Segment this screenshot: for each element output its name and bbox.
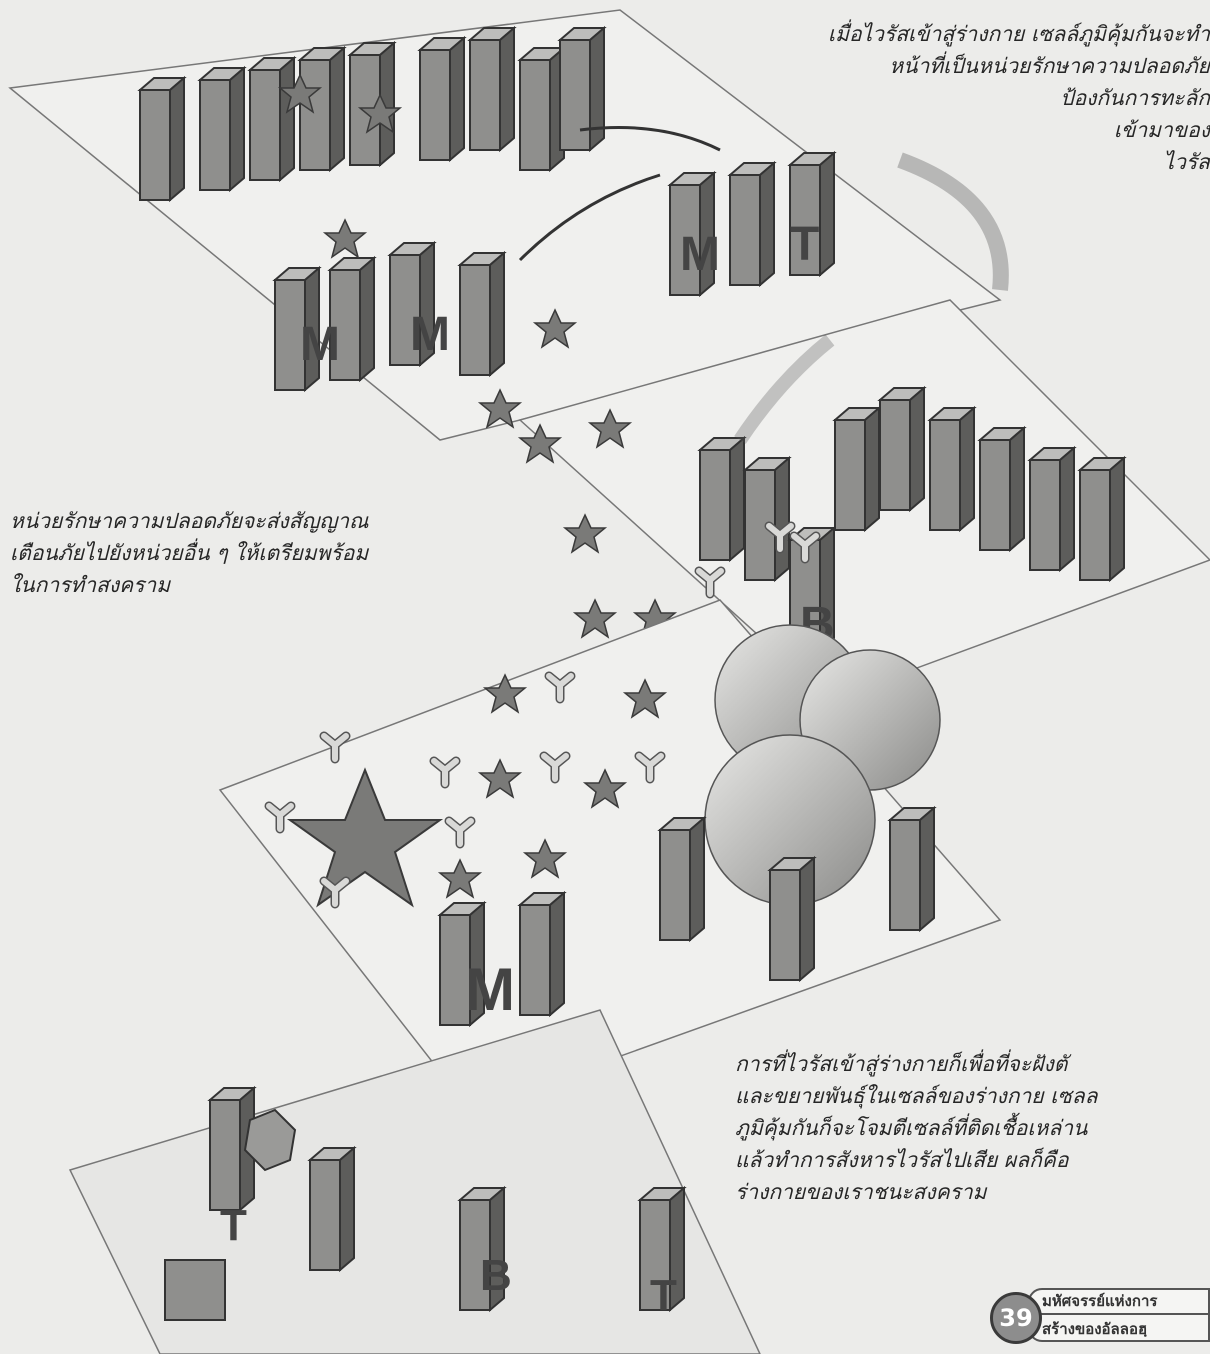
mt-letters: M T xyxy=(669,152,835,296)
caption-middle-line: เตือนภัยไปยังหน่วยอื่น ๆ ให้เตรียมพร้อม xyxy=(10,541,369,565)
macrophage-bottom: M xyxy=(439,892,565,1026)
svg-text:M: M xyxy=(300,318,340,371)
caption-top-line: หน้าที่เป็นหน่วยรักษาความปลอดภัย xyxy=(889,54,1210,78)
caption-top-line: เข้ามาของ xyxy=(1113,118,1210,142)
book-title-line2: สร้างของอัลลอฮฺ xyxy=(1042,1320,1148,1338)
page-badge: มหัศจรรย์แห่งการ สร้างของอัลลอฮฺ 39 xyxy=(990,1286,1210,1346)
svg-text:M: M xyxy=(465,956,515,1023)
svg-text:B: B xyxy=(480,1251,512,1300)
caption-bottom-line: และขยายพันธุ์ในเซลล์ของร่างกาย เซลล xyxy=(735,1084,1098,1108)
svg-text:T: T xyxy=(650,1271,677,1320)
caption-bottom-line: แล้วทำการสังหารไวรัสไปเสีย ผลก็คือ xyxy=(735,1148,1069,1172)
badge-divider xyxy=(1034,1313,1210,1315)
svg-text:T: T xyxy=(790,218,819,271)
caption-middle-line: ในการทำสงคราม xyxy=(10,573,171,597)
page-number: 39 xyxy=(990,1292,1042,1344)
caption-bottom-line: การที่ไวรัสเข้าสู่ร่างกายก็เพื่อที่จะฝัง… xyxy=(735,1052,1068,1076)
panel-bottom: B T T xyxy=(68,1009,761,1354)
caption-top-line: เมื่อไวรัสเข้าสู่ร่างกาย เซลล์ภูมิคุ้มกั… xyxy=(827,22,1210,46)
caption-bottom-line: ภูมิคุ้มกันก็จะโจมตีเซลล์ที่ติดเชื้อเหล่… xyxy=(735,1116,1088,1140)
macrophage-letters: M M xyxy=(274,219,576,391)
panel-top: M M M T xyxy=(8,9,1009,441)
book-title-line1: มหัศจรรย์แห่งการ xyxy=(1042,1292,1158,1310)
caption-bottom: การที่ไวรัสเข้าสู่ร่างกายก็เพื่อที่จะฝัง… xyxy=(735,1048,1097,1208)
caption-bottom-line: ร่างกายของเราชนะสงคราม xyxy=(735,1180,987,1204)
svg-text:T: T xyxy=(220,1201,247,1250)
caption-middle: หน่วยรักษาความปลอดภัยจะส่งสัญญาณ เตือนภั… xyxy=(10,505,369,601)
caption-top-line: ไวรัส xyxy=(1163,150,1210,174)
caption-top-line: ป้องกันการทะลัก xyxy=(1060,86,1210,110)
panel-battle: M xyxy=(218,599,1002,1111)
svg-text:M: M xyxy=(680,228,720,281)
caption-top: เมื่อไวรัสเข้าสู่ร่างกาย เซลล์ภูมิคุ้มกั… xyxy=(828,18,1210,178)
book-title-box xyxy=(1028,1288,1210,1342)
svg-text:M: M xyxy=(410,308,450,361)
caption-middle-line: หน่วยรักษาความปลอดภัยจะส่งสัญญาณ xyxy=(10,509,369,533)
star-antibodies xyxy=(269,675,666,905)
